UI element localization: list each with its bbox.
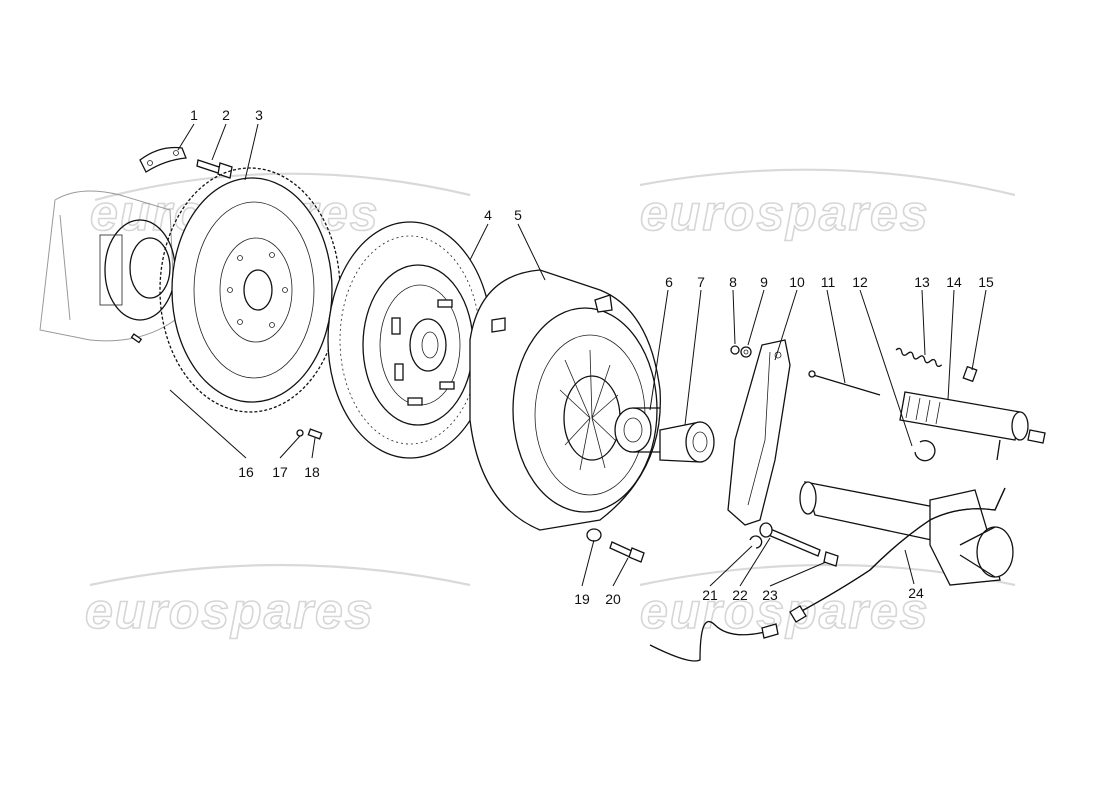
part-washer-9 — [740, 346, 752, 358]
svg-text:eurospares: eurospares — [640, 185, 930, 241]
leader-8 — [732, 289, 736, 345]
part-circlip — [914, 440, 936, 462]
callout-15: 15 — [978, 274, 994, 290]
part-push-rod — [808, 370, 881, 396]
part-bearing-sleeve — [614, 407, 660, 453]
callout-10: 10 — [789, 274, 805, 290]
watermark-bottom-right: eurospares — [639, 563, 1016, 640]
callout-12: 12 — [852, 274, 868, 290]
part-pin-17 — [296, 429, 304, 437]
leader-13 — [921, 289, 926, 356]
part-bolt-2 — [196, 159, 233, 179]
watermark-top-right: eurospares — [639, 168, 1016, 242]
callout-4: 4 — [484, 207, 492, 223]
callout-labels: 1 2 3 4 5 6 7 8 9 10 11 12 13 14 15 16 1… — [190, 107, 994, 607]
part-nut-8 — [730, 345, 740, 355]
part-nut-19 — [586, 528, 602, 542]
leader-2 — [211, 123, 227, 161]
part-hydraulic-hose — [649, 487, 1006, 662]
leader-20 — [612, 557, 629, 587]
watermark-bottom-left: eurospares — [84, 563, 471, 640]
leader-12 — [859, 289, 913, 447]
callout-2: 2 — [222, 107, 230, 123]
leader-19 — [581, 539, 595, 587]
leader-14 — [947, 289, 955, 401]
part-nut-23 — [823, 551, 839, 567]
callout-8: 8 — [729, 274, 737, 290]
callout-23: 23 — [762, 587, 778, 603]
part-release-bearing — [659, 421, 715, 463]
callout-3: 3 — [255, 107, 263, 123]
leader-16 — [169, 389, 247, 459]
leader-6 — [649, 289, 669, 411]
part-lock-plate — [139, 146, 187, 173]
leader-24 — [904, 549, 915, 585]
callout-11: 11 — [821, 274, 836, 290]
part-pivot-bolt-22 — [759, 522, 821, 557]
part-dowel-16 — [130, 333, 143, 344]
part-circlip-21 — [749, 535, 763, 549]
leader-5 — [517, 223, 546, 281]
callout-6: 6 — [665, 274, 673, 290]
leader-18 — [311, 437, 316, 459]
callout-24: 24 — [908, 585, 924, 601]
callout-1: 1 — [190, 107, 198, 123]
callout-16: 16 — [238, 464, 254, 480]
callout-7: 7 — [697, 274, 705, 290]
callout-14: 14 — [946, 274, 962, 290]
leader-15 — [971, 289, 987, 371]
svg-text:eurospares: eurospares — [85, 583, 375, 639]
part-release-fork — [727, 339, 791, 526]
callout-19: 19 — [574, 591, 590, 607]
leader-3 — [244, 123, 259, 181]
leader-23 — [769, 561, 827, 587]
callout-18: 18 — [304, 464, 320, 480]
callout-9: 9 — [760, 274, 768, 290]
leader-4 — [469, 223, 489, 261]
callout-17: 17 — [272, 464, 288, 480]
callout-5: 5 — [514, 207, 522, 223]
leader-lines — [169, 123, 987, 587]
part-bolt-20 — [609, 541, 645, 563]
callout-21: 21 — [702, 587, 718, 603]
part-clutch-disc — [327, 221, 493, 459]
part-return-spring — [895, 347, 943, 368]
leader-11 — [826, 289, 846, 384]
leader-17 — [279, 435, 301, 459]
leader-9 — [747, 289, 765, 346]
callout-20: 20 — [605, 591, 621, 607]
part-bleed-nipple — [962, 365, 978, 383]
part-pressure-plate — [469, 269, 662, 531]
part-slave-cylinder — [899, 391, 1046, 461]
leader-21 — [709, 545, 753, 587]
leader-10 — [774, 289, 798, 361]
callout-13: 13 — [914, 274, 930, 290]
part-dowel-18 — [307, 428, 323, 440]
svg-text:eurospares: eurospares — [640, 583, 930, 639]
leader-7 — [684, 289, 702, 426]
leader-1 — [177, 123, 195, 151]
callout-22: 22 — [732, 587, 748, 603]
leader-22 — [739, 537, 771, 587]
